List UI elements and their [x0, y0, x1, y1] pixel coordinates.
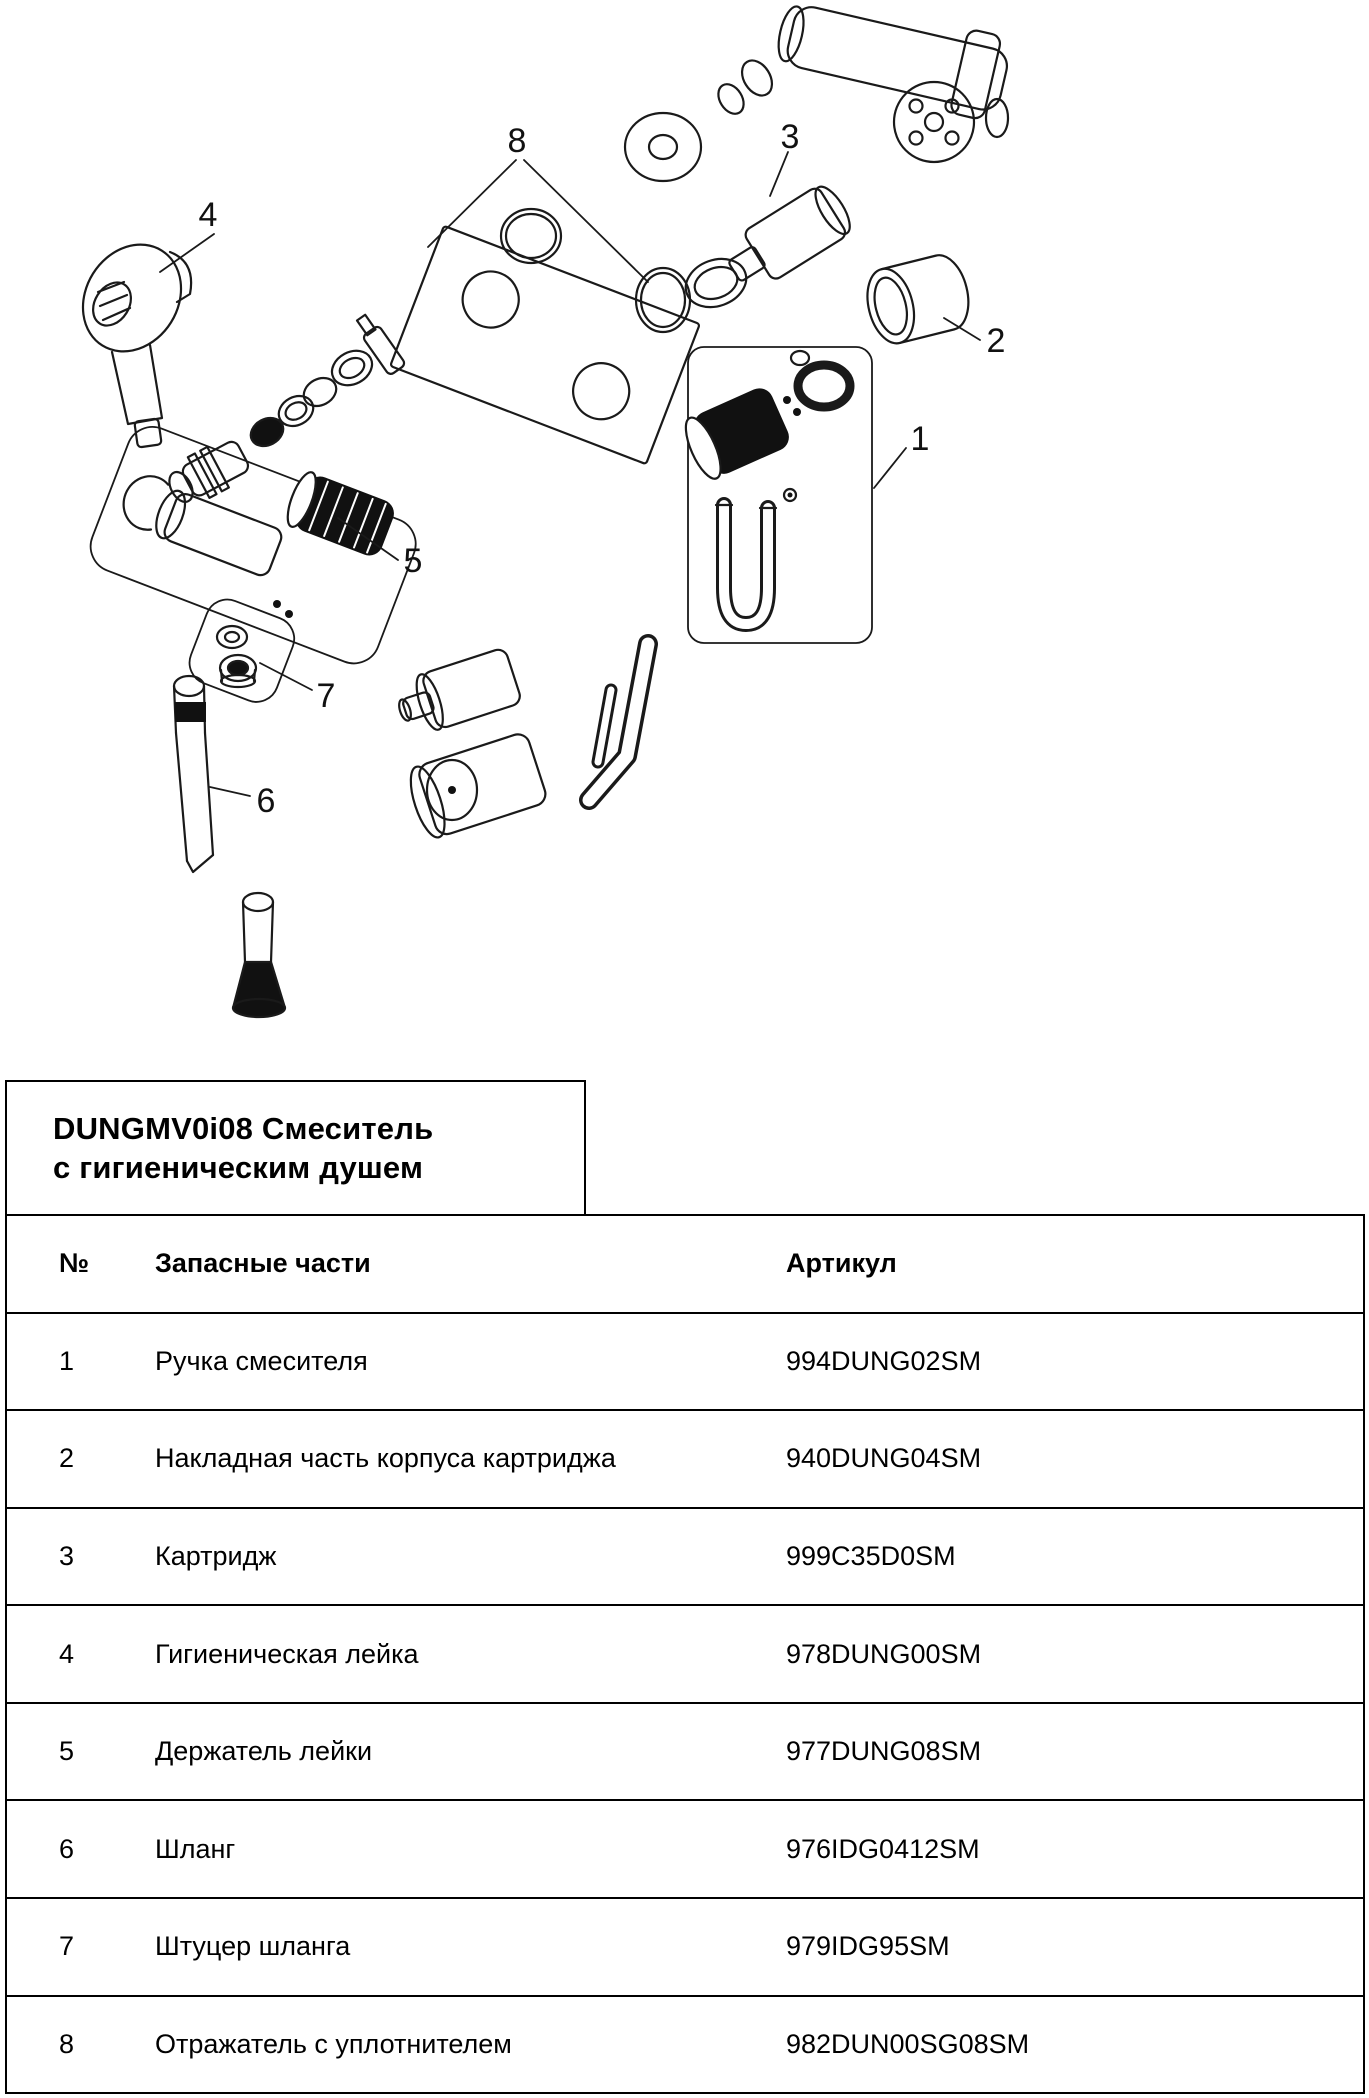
- parts-table: № Запасные части Артикул 1 Ручка смесите…: [5, 1214, 1365, 2094]
- header-article: Артикул: [786, 1248, 897, 1279]
- callout-8-label: 8: [508, 122, 527, 160]
- table-row: 8 Отражатель с уплотнителем 982DUN00SG08…: [7, 1994, 1363, 2093]
- table-row: 2 Накладная часть корпуса картриджа 940D…: [7, 1409, 1363, 1507]
- callout-5-label: 5: [404, 542, 423, 580]
- row-article: 999C35D0SM: [786, 1540, 956, 1571]
- row-part: Картридж: [155, 1540, 277, 1571]
- row-article: 940DUNG04SM: [786, 1443, 982, 1474]
- callout-6-label: 6: [257, 782, 276, 820]
- row-num: 5: [59, 1736, 75, 1767]
- small-parts-chain-drawing: [168, 313, 406, 503]
- hose-nipple-drawing: [215, 624, 258, 689]
- holder-assembly-drawing: [89, 426, 417, 703]
- header-parts: Запасные части: [155, 1248, 371, 1279]
- callout-2-label: 2: [987, 322, 1006, 360]
- row-article: 978DUNG00SM: [786, 1638, 982, 1669]
- row-num: 8: [59, 2028, 75, 2059]
- row-part: Шланг: [155, 1833, 236, 1864]
- row-part: Держатель лейки: [155, 1736, 373, 1767]
- row-num: 2: [59, 1443, 75, 1474]
- table-row: 3 Картридж 999C35D0SM: [7, 1506, 1363, 1605]
- header-num: №: [59, 1248, 90, 1279]
- callout-7-label: 7: [317, 677, 336, 715]
- shower-head-drawing: [81, 243, 193, 449]
- table-row: 4 Гигиеническая лейка 978DUNG00SM: [7, 1604, 1363, 1702]
- row-part: Ручка смесителя: [155, 1345, 368, 1376]
- row-num: 7: [59, 1931, 75, 1962]
- mixer-body-drawing: [717, 5, 1010, 164]
- allen-key-drawing: [579, 634, 658, 810]
- hose-end-drawing: [231, 891, 287, 1019]
- hose-drawing: [172, 674, 215, 874]
- product-title-line2: с гигиеническим душем: [53, 1150, 424, 1185]
- row-article: 979IDG95SM: [786, 1931, 950, 1962]
- row-article: 982DUN00SG08SM: [786, 2028, 1030, 2059]
- washer-disc-drawing: [623, 111, 703, 183]
- table-row: 5 Держатель лейки 977DUNG08SM: [7, 1701, 1363, 1800]
- row-num: 6: [59, 1833, 75, 1864]
- leader-lines: [159, 151, 981, 797]
- row-part: Штуцер шланга: [155, 1931, 351, 1962]
- cartridge-drawing: [684, 185, 851, 309]
- exploded-diagram: 8 4 3 2 1 5 7 6: [81, 5, 1010, 1019]
- callout-4-label: 4: [199, 196, 218, 234]
- product-title-line1: DUNGMV0i08 Смеситель: [53, 1111, 434, 1146]
- table-row: 6 Шланг 976IDG0412SM: [7, 1799, 1363, 1897]
- table-row: 7 Штуцер шланга 979IDG95SM: [7, 1896, 1363, 1995]
- table-header-row: № Запасные части Артикул: [7, 1216, 1363, 1312]
- adapter-cylinders-drawing: [398, 648, 547, 839]
- handle-parts-drawing: [684, 346, 873, 644]
- escutcheon-plate-drawing: [389, 207, 701, 465]
- row-num: 4: [59, 1638, 75, 1669]
- row-article: 977DUNG08SM: [786, 1736, 982, 1767]
- row-article: 976IDG0412SM: [786, 1833, 980, 1864]
- row-num: 3: [59, 1540, 75, 1571]
- title-block: DUNGMV0i08 Смеситель с гигиеническим душ…: [5, 1080, 586, 1216]
- callout-1-label: 1: [911, 420, 930, 458]
- row-article: 994DUNG02SM: [786, 1345, 982, 1376]
- row-part: Гигиеническая лейка: [155, 1638, 419, 1669]
- row-num: 1: [59, 1345, 75, 1376]
- row-part: Накладная часть корпуса картриджа: [155, 1443, 616, 1474]
- cartridge-sleeve-drawing: [866, 254, 970, 345]
- callout-3-label: 3: [781, 118, 800, 156]
- row-part: Отражатель с уплотнителем: [155, 2028, 512, 2059]
- table-row: 1 Ручка смесителя 994DUNG02SM: [7, 1311, 1363, 1410]
